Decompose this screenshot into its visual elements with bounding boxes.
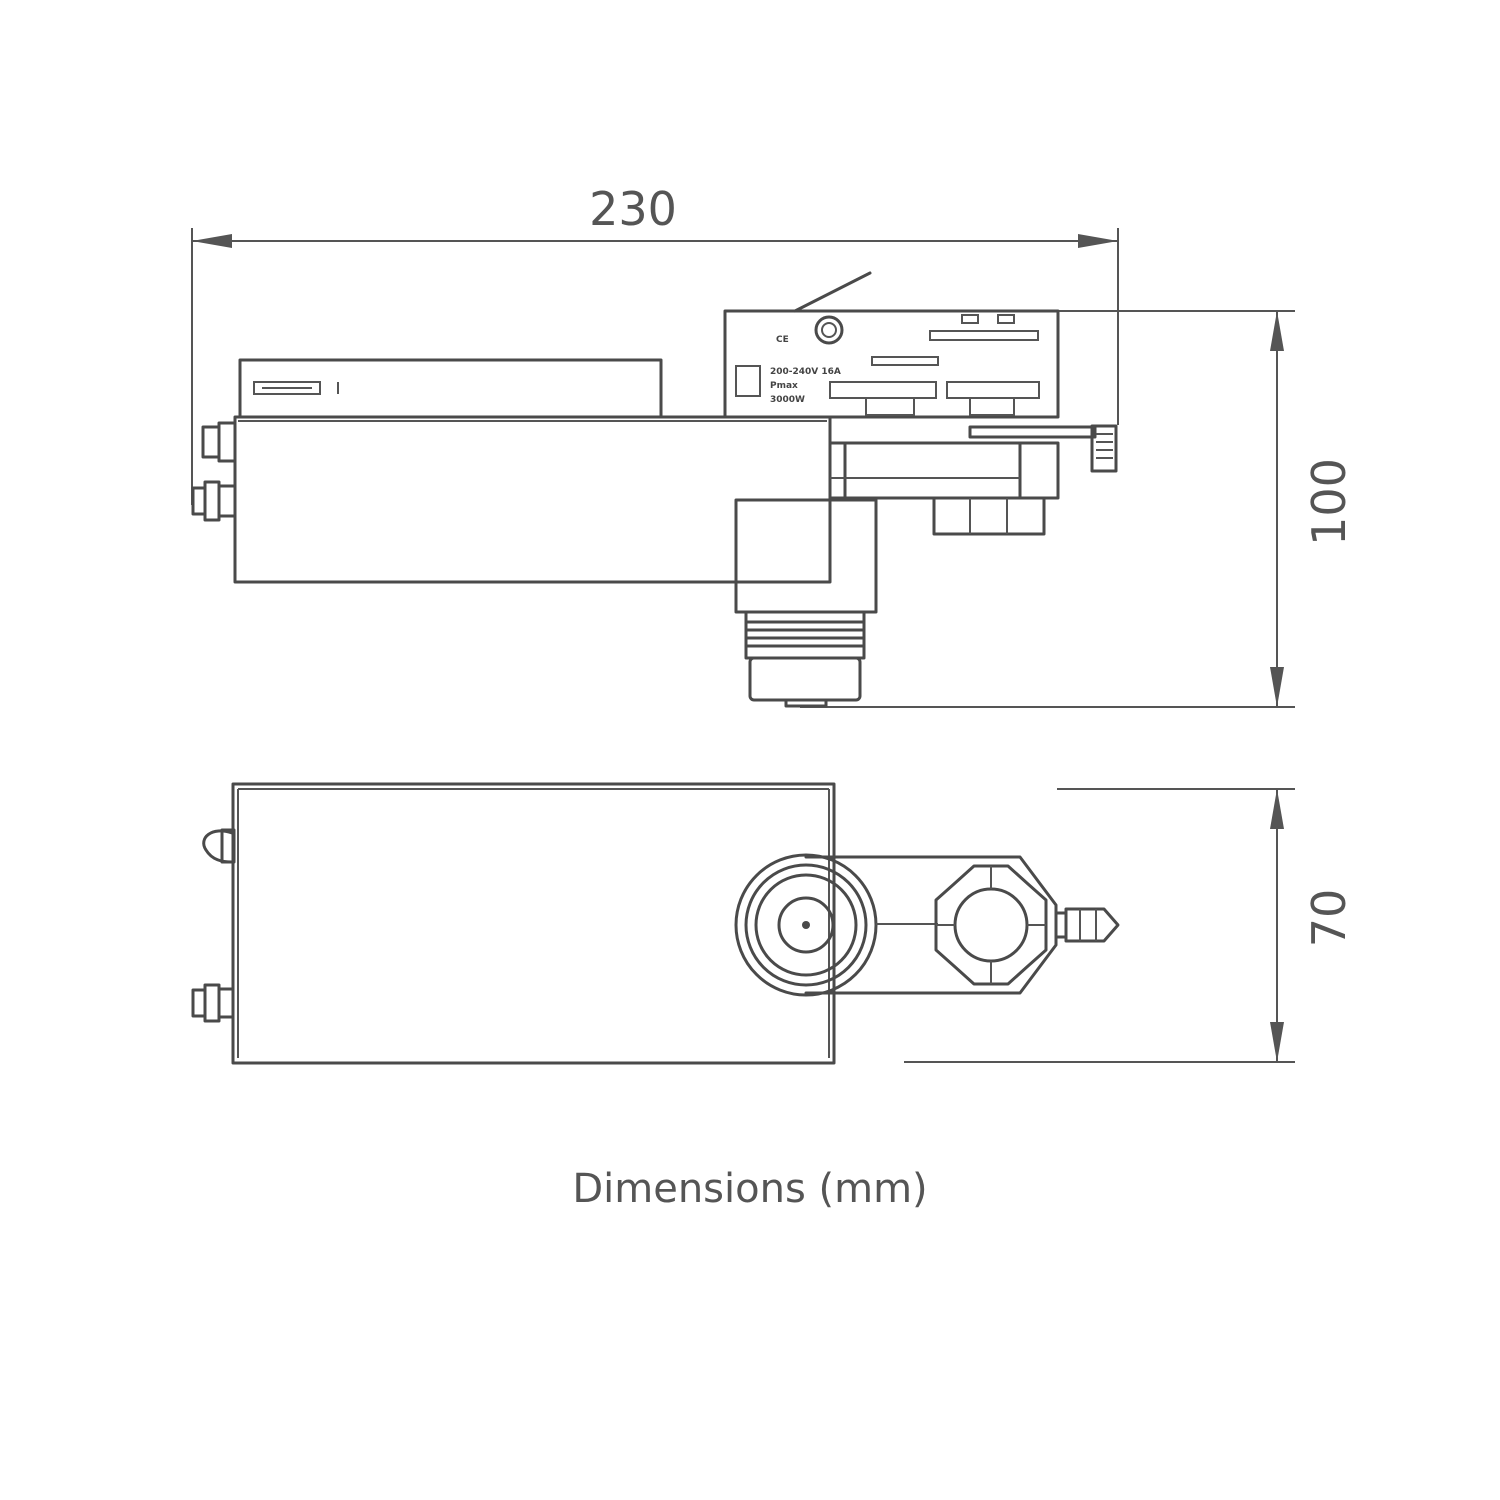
spotlight-head [734,853,878,997]
top-view [191,782,1120,1065]
dimension-width: 70 [904,788,1356,1063]
label-power: Pmax [770,381,798,391]
ce-mark: CE [776,335,789,345]
dimension-height: 100 [800,310,1356,708]
rotation-knob [934,864,1048,986]
dimension-height-label: 100 [1302,458,1356,546]
cable-gland-upper [201,421,237,463]
caption: Dimensions (mm) [572,1166,928,1212]
cable-clip [202,828,236,864]
side-view: CE 200-240V 16A Pmax 3000W [191,271,1118,708]
dimension-length: 230 [191,182,1119,505]
dimension-width-label: 70 [1302,889,1356,948]
cable-gland-lower [191,480,237,522]
label-voltage: 200-240V 16A [770,367,841,377]
cable-gland-top [191,983,235,1023]
dimension-length-label: 230 [589,182,677,236]
pointer-tab [1054,907,1120,943]
label-wattage: 3000W [770,395,805,405]
